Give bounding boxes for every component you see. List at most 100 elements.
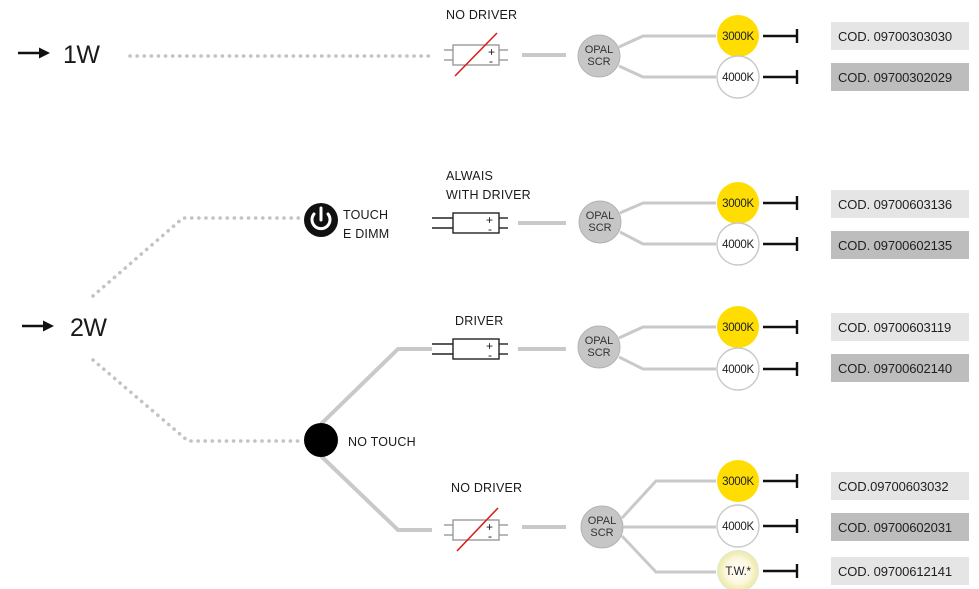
strike-icon — [454, 32, 498, 77]
terminal-marker — [763, 474, 799, 488]
svg-text:T.W.*: T.W.* — [725, 566, 751, 578]
driver-with-driver: DRIVER + - — [432, 314, 508, 362]
row-2w: 2W TOUCH E DIMM NO TOUCH ALWAIS WITH DRI… — [22, 169, 969, 589]
strike-icon — [456, 507, 499, 552]
svg-text:OPAL: OPAL — [585, 335, 614, 347]
driver-icon: + - — [444, 44, 508, 68]
branch-line — [618, 325, 716, 340]
code-box: COD. 09700603136 — [831, 190, 969, 218]
opal-screen-node: OPAL SCR — [578, 200, 622, 244]
no-touch-label: NO TOUCH — [348, 435, 416, 449]
branch-line — [618, 64, 716, 79]
dotted-connector — [91, 358, 304, 443]
terminal-marker — [763, 29, 799, 43]
svg-text:4000K: 4000K — [722, 239, 754, 251]
opal-label: OPAL — [585, 44, 614, 56]
svg-text:3000K: 3000K — [722, 31, 754, 43]
svg-text:4000K: 4000K — [722, 521, 754, 533]
driver-label: NO DRIVER — [451, 481, 522, 495]
svg-text:-: - — [488, 222, 492, 236]
branch-line — [319, 454, 432, 532]
driver-label: NO DRIVER — [446, 8, 517, 22]
temp-4000k: 4000K — [716, 222, 760, 266]
terminal-marker — [763, 519, 799, 533]
branch-line — [620, 479, 716, 520]
driver-no-driver-2: NO DRIVER + - — [444, 481, 522, 552]
opal-screen-node: OPAL SCR — [577, 325, 621, 369]
svg-text:3000K: 3000K — [722, 322, 754, 334]
branch-line — [619, 201, 716, 215]
row-1w: 1W NO DRIVER + - OPAL SCR 3000K — [18, 8, 969, 99]
svg-text:4000K: 4000K — [722, 364, 754, 376]
svg-text:-: - — [488, 529, 492, 543]
svg-text:SCR: SCR — [587, 347, 610, 359]
code-box: COD. 09700602135 — [831, 231, 969, 259]
svg-text:3000K: 3000K — [722, 476, 754, 488]
driver-no-driver-1: NO DRIVER + - — [444, 8, 517, 77]
svg-text:COD. 09700603119: COD. 09700603119 — [838, 320, 951, 335]
driver-icon: + - — [444, 519, 508, 543]
branch-line — [618, 355, 716, 371]
svg-text:COD. 09700602140: COD. 09700602140 — [838, 361, 952, 376]
opal-screen-node: OPAL SCR — [577, 34, 621, 78]
svg-text:-: - — [489, 54, 493, 68]
driver-icon: + - — [432, 212, 508, 236]
dimm-label: E DIMM — [343, 227, 389, 241]
svg-text:+: + — [486, 520, 493, 534]
dotted-connector — [91, 216, 302, 298]
temp-4000k: 4000K — [716, 504, 760, 548]
branch-line — [619, 230, 716, 246]
terminal-marker — [763, 237, 799, 251]
power-label-1w: 1W — [63, 41, 100, 69]
svg-text:SCR: SCR — [590, 527, 613, 539]
arrow-right-icon — [22, 320, 54, 332]
terminal-marker — [763, 196, 799, 210]
svg-text:OPAL: OPAL — [588, 515, 617, 527]
code-box: COD. 09700302029 — [831, 63, 969, 91]
code-box: COD.09700603032 — [831, 472, 969, 500]
driver-icon: + - — [432, 338, 508, 362]
svg-text:+: + — [486, 339, 493, 353]
driver-label: DRIVER — [455, 314, 503, 328]
svg-text:+: + — [486, 213, 493, 227]
code-box: COD. 09700612141 — [831, 557, 969, 585]
no-touch-node: NO TOUCH — [304, 347, 432, 532]
code-box: COD. 09700602140 — [831, 354, 969, 382]
temp-3000k: 3000K — [717, 306, 759, 348]
no-touch-dot — [304, 423, 338, 457]
touch-dimm-node: TOUCH E DIMM — [304, 203, 389, 241]
arrow-right-icon — [18, 47, 50, 59]
svg-text:COD.09700603032: COD.09700603032 — [838, 479, 949, 494]
svg-text:COD. 09700602135: COD. 09700602135 — [838, 238, 952, 253]
temp-tunable-white: T.W.* — [717, 550, 759, 589]
svg-text:3000K: 3000K — [722, 198, 754, 210]
terminal-marker — [763, 362, 799, 376]
terminal-marker — [763, 564, 799, 578]
driver-label: ALWAIS — [446, 169, 493, 183]
svg-text:COD. 09700603136: COD. 09700603136 — [838, 197, 952, 212]
svg-text:COD. 09700602031: COD. 09700602031 — [838, 520, 952, 535]
svg-text:SCR: SCR — [588, 222, 611, 234]
temp-4000k: 4000K — [716, 55, 760, 99]
temp-3000k: 3000K — [717, 15, 759, 57]
temp-4000k: 4000K — [716, 347, 760, 391]
temp-3000k: 3000K — [717, 182, 759, 224]
driver-label: WITH DRIVER — [446, 188, 531, 202]
svg-text:COD. 09700303030: COD. 09700303030 — [838, 29, 952, 44]
opal-screen-node: OPAL SCR — [580, 505, 624, 549]
branch-line — [618, 34, 716, 49]
terminal-marker — [763, 70, 799, 84]
svg-text:+: + — [488, 45, 495, 59]
svg-text:4000K: 4000K — [722, 72, 754, 84]
temp-3000k: 3000K — [717, 460, 759, 502]
svg-text:COD. 09700302029: COD. 09700302029 — [838, 70, 952, 85]
touch-label: TOUCH — [343, 208, 388, 222]
code-box: COD. 09700602031 — [831, 513, 969, 541]
branch-line — [620, 534, 716, 574]
code-box: COD. 09700603119 — [831, 313, 969, 341]
code-box: COD. 09700303030 — [831, 22, 969, 50]
scr-label: SCR — [587, 56, 610, 68]
power-label-2w: 2W — [70, 314, 107, 342]
driver-always-with-driver: ALWAIS WITH DRIVER + - — [432, 169, 531, 236]
